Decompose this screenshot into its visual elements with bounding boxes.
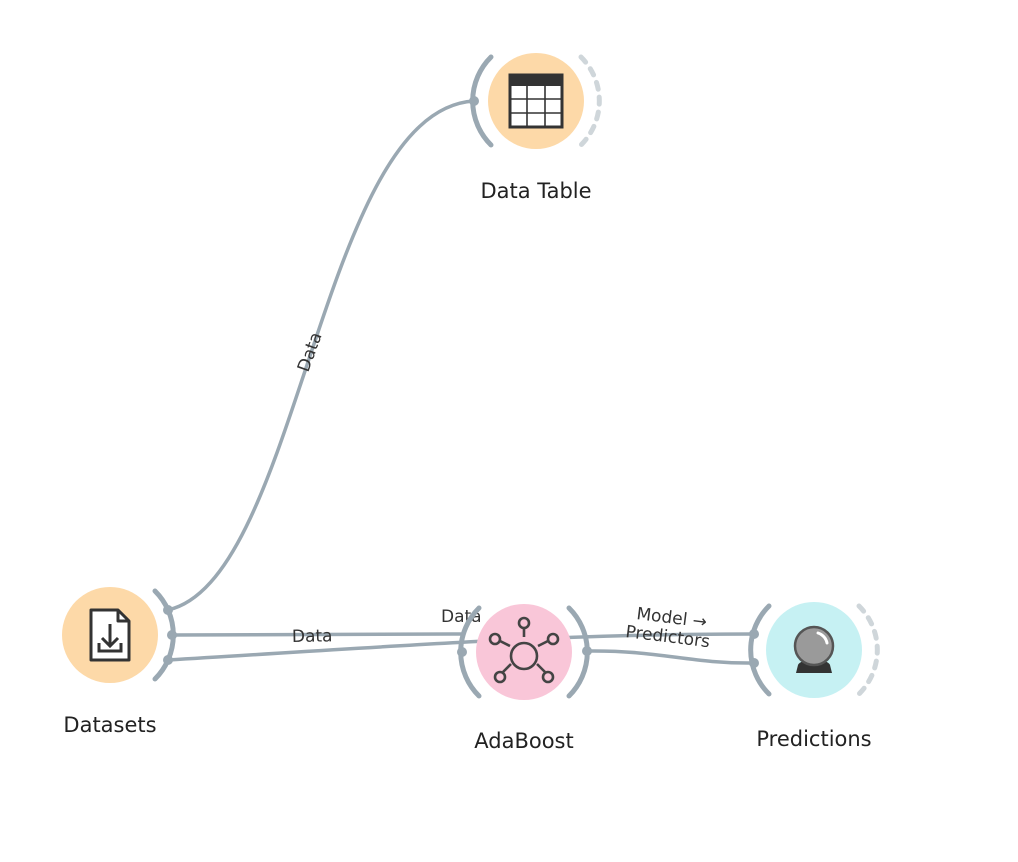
node-label: Data Table — [480, 179, 591, 203]
node-label: Predictions — [756, 727, 871, 751]
crystal-ball-icon — [793, 625, 835, 673]
output-anchor-dot[interactable] — [167, 630, 177, 640]
link-label: Data — [441, 607, 482, 627]
output-anchor[interactable] — [856, 603, 880, 697]
download-file-icon — [89, 608, 131, 662]
node-datasets[interactable]: Datasets — [62, 587, 177, 737]
link-datasets-predictions[interactable]: Data — [167, 626, 755, 662]
link-label: Data — [292, 626, 333, 647]
input-anchor-dot[interactable] — [457, 647, 467, 657]
input-anchor[interactable] — [748, 603, 772, 697]
node-data-table[interactable]: Data Table — [469, 53, 602, 203]
node-label: AdaBoost — [474, 729, 573, 753]
output-anchor[interactable] — [578, 54, 602, 148]
link-datasets-adaboost[interactable]: Data — [171, 607, 482, 637]
input-anchor-dot[interactable] — [469, 96, 479, 106]
input-anchor-dot[interactable] — [749, 629, 759, 639]
output-anchor-dot[interactable] — [163, 655, 173, 665]
network-hub-icon — [488, 616, 560, 684]
node-adaboost[interactable]: AdaBoost — [457, 604, 592, 753]
node-predictions[interactable]: Predictions — [748, 602, 880, 751]
input-anchor-dot[interactable] — [749, 658, 759, 668]
node-label: Datasets — [63, 713, 156, 737]
link-datasets-datatable[interactable]: Data — [167, 99, 475, 612]
output-anchor-dot[interactable] — [582, 646, 592, 656]
link-label: Data — [294, 330, 327, 375]
table-icon — [508, 73, 564, 129]
output-anchor-dot[interactable] — [163, 605, 173, 615]
